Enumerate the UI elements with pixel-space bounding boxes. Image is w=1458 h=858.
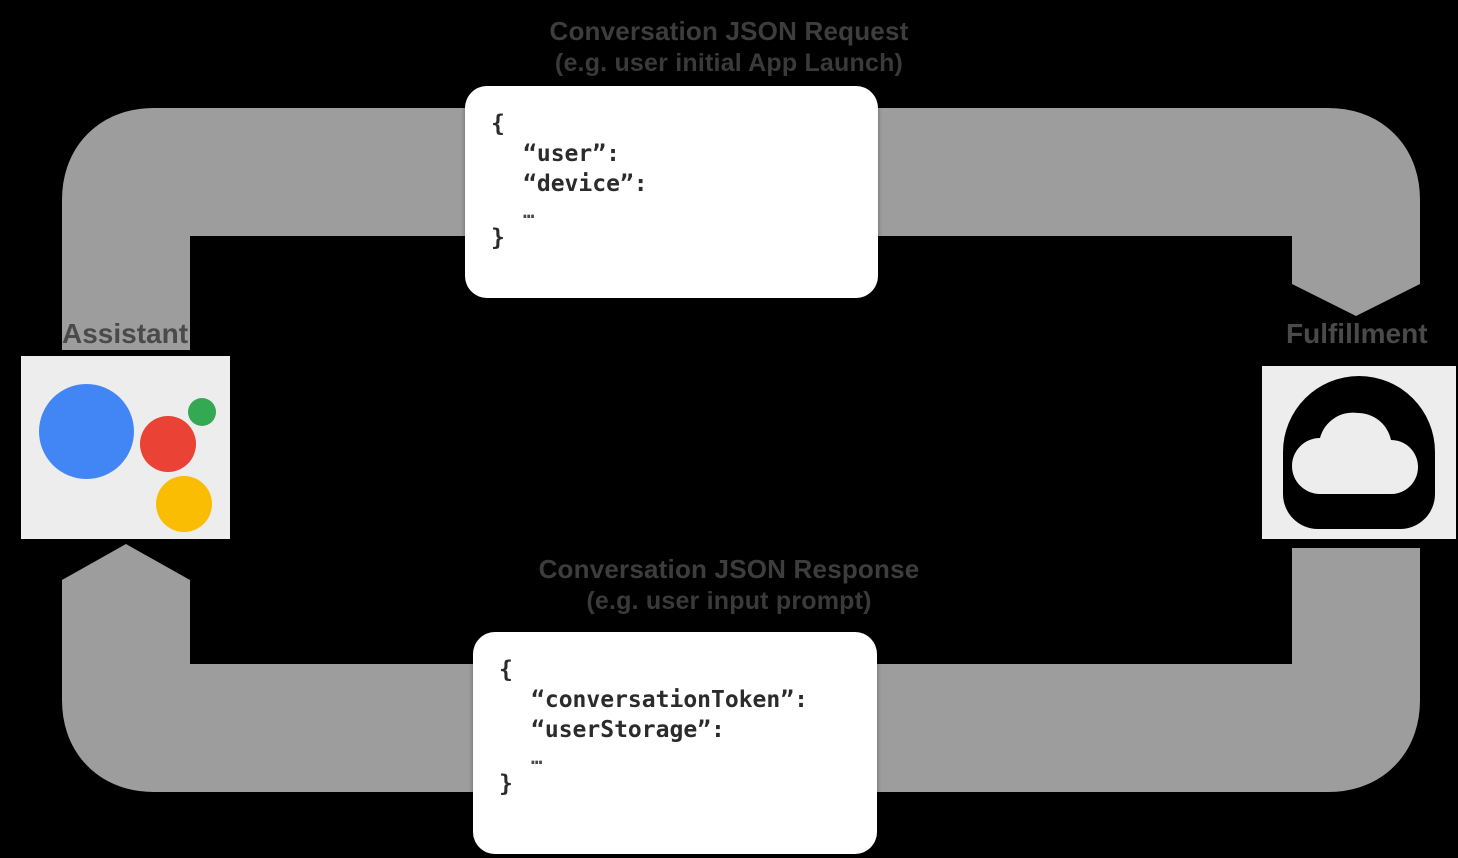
cloud-function-glyph — [1283, 376, 1435, 529]
assistant-dot-red — [140, 416, 196, 472]
response-json-key-conversation-token: “conversationToken”: — [531, 686, 808, 713]
request-json-open-brace: { — [491, 111, 505, 137]
response-json-key-user-storage: “userStorage”: — [531, 716, 725, 743]
response-json-ellipsis: … — [531, 746, 545, 769]
response-json-close-brace: } — [499, 771, 513, 798]
request-json-key-user: “user”: — [523, 140, 620, 167]
response-label-secondary: (e.g. user input prompt) — [586, 586, 872, 615]
assistant-label: Assistant — [62, 318, 189, 349]
cloud-function-icon — [1262, 366, 1456, 539]
request-label-group: Conversation JSON Request (e.g. user ini… — [0, 16, 1458, 78]
assistant-dot-yellow — [156, 476, 212, 532]
assistant-dot-blue — [39, 384, 134, 479]
request-json-card: { “user”: “device”: … } — [465, 86, 878, 298]
response-label-group: Conversation JSON Response (e.g. user in… — [0, 554, 1458, 616]
request-label-primary: Conversation JSON Request — [549, 16, 909, 46]
request-json-close-brace: } — [491, 225, 505, 252]
response-label-primary: Conversation JSON Response — [538, 554, 920, 584]
google-assistant-icon — [21, 356, 230, 539]
fulfillment-label: Fulfillment — [1286, 318, 1428, 349]
request-json-key-device: “device”: — [523, 170, 648, 197]
response-json-open-brace: { — [499, 657, 513, 683]
response-json-card: { “conversationToken”: “userStorage”: … … — [473, 632, 877, 854]
request-label-secondary: (e.g. user initial App Launch) — [554, 48, 904, 77]
request-json-ellipsis: … — [523, 200, 537, 223]
assistant-dot-green — [188, 398, 216, 426]
